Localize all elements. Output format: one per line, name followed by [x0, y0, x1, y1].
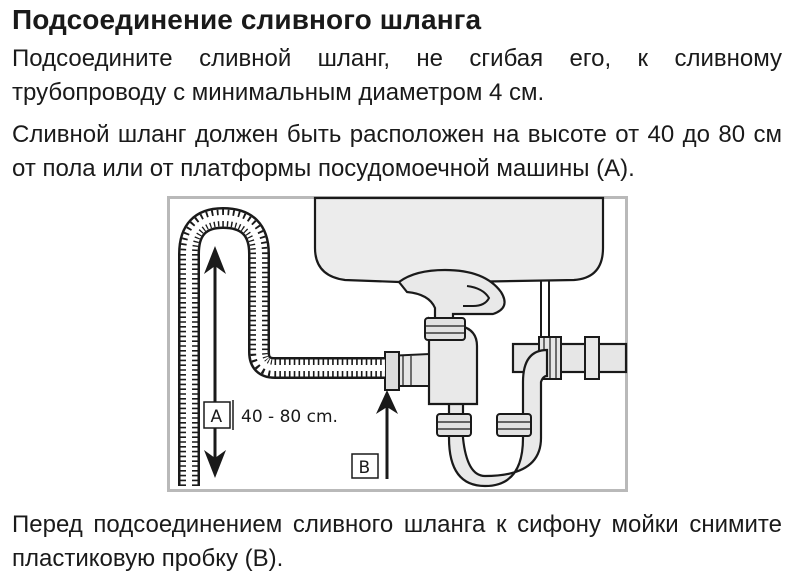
- label-b-box: [351, 453, 379, 479]
- connector-nut: [384, 351, 400, 391]
- siphon-trap: [447, 334, 549, 488]
- pipe-flange: [584, 336, 600, 380]
- siphon-nut-top: [424, 317, 466, 341]
- paragraph-drain-connection: Подсоедините сливной шланг, не сгибая ег…: [12, 45, 782, 106]
- plug-arrow-head: [376, 390, 398, 414]
- label-a-box: [203, 401, 231, 429]
- height-range-label: 40 - 80 cm.: [241, 407, 338, 427]
- label-a: A: [211, 407, 223, 427]
- paragraph-remove-plug: Перед подсоединением сливного шланга к с…: [12, 511, 782, 572]
- sink-outlet: [397, 268, 506, 332]
- illustration-svg: A 40 - 80 cm. B: [167, 196, 628, 492]
- arrow-down-head: [204, 450, 226, 478]
- label-b: B: [359, 458, 371, 478]
- drain-hose-illustration: A 40 - 80 cm. B: [167, 196, 628, 492]
- siphon-nut-right: [496, 413, 532, 437]
- siphon-nut-left: [436, 413, 472, 437]
- arrow-up-head: [204, 246, 226, 274]
- paragraph-hose-height: Сливной шланг должен быть расположен на …: [12, 121, 782, 182]
- section-heading: Подсоединение сливного шланга: [12, 4, 482, 35]
